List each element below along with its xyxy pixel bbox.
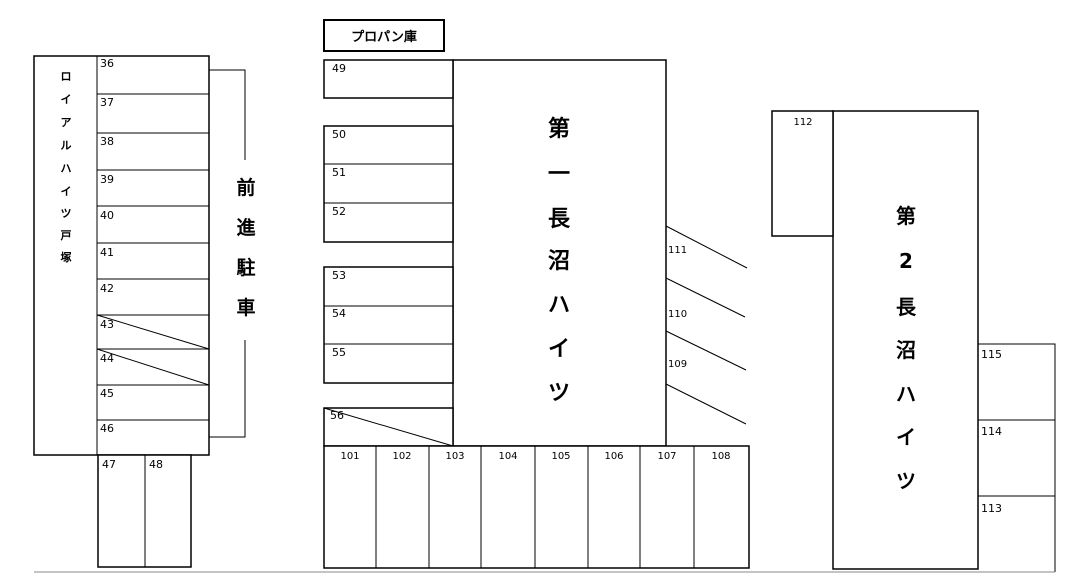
building-2-name-char: ハ (896, 382, 916, 406)
parking-spot-label: 101 (340, 451, 359, 462)
royal-name-char: ロ (61, 70, 72, 83)
building-1-left-spots: 49 50 51 52 53 54 55 56 (323, 59, 454, 447)
building-1-side-spots: 111 110 109 (665, 225, 748, 425)
forward-parking-sign: 前 進 駐 車 (209, 69, 256, 438)
forward-parking-char: 車 (236, 296, 255, 319)
building-1-name-char: ハ (548, 293, 570, 318)
parking-spot-label: 36 (100, 57, 114, 70)
building-1-name-char: ツ (548, 381, 570, 406)
parking-spot-label: 114 (981, 425, 1002, 438)
building-1-bottom-spots: 101 102 103 104 105 106 107 108 (323, 445, 750, 569)
building-1-name-char: 沼 (548, 249, 570, 274)
parking-spot-label: 109 (668, 359, 687, 370)
building-2-top-spot: 112 (771, 110, 834, 237)
building-2-name-char: 第 (896, 204, 916, 228)
parking-spot-label: 37 (100, 96, 114, 109)
building-2-name-char: イ (896, 425, 916, 449)
parking-spot-label: 41 (100, 246, 114, 259)
parking-spot-label: 53 (332, 269, 346, 282)
royal-name-char: ハ (61, 162, 72, 175)
royal-bottom-spots: 47 48 (97, 454, 192, 568)
parking-spot-label: 107 (657, 451, 676, 462)
royal-name-char: 塚 (61, 250, 72, 264)
parking-spot-label: 42 (100, 282, 114, 295)
parking-spot-label: 106 (604, 451, 623, 462)
royal-name-char: 戸 (61, 229, 72, 242)
parking-spot-label: 46 (100, 422, 114, 435)
building-2-name-char: ツ (896, 469, 916, 493)
parking-spot-label: 51 (332, 166, 346, 179)
forward-parking-char: 駐 (236, 256, 255, 279)
parking-spot-label: 115 (981, 348, 1002, 361)
parking-spot-label: 54 (332, 307, 346, 320)
royal-name-char: ツ (61, 207, 72, 220)
parking-spot-label: 50 (332, 128, 346, 141)
building-1-name-char: 一 (548, 162, 570, 187)
royal-heights-totsuka-name: ロ イ ア ル ハ イ ツ 戸 塚 (61, 70, 72, 264)
parking-spot-label: 38 (100, 135, 114, 148)
building-1-name: 第 一 長 沼 ハ イ ツ (548, 116, 571, 406)
parking-spot-label: 112 (793, 117, 812, 128)
parking-spot-label: 39 (100, 173, 114, 186)
parking-spot-label: 111 (668, 245, 687, 256)
parking-spot-label: 48 (149, 458, 163, 471)
parking-spot-label: 44 (100, 352, 114, 365)
parking-spot-label: 110 (668, 309, 687, 320)
forward-parking-char: 前 (236, 176, 255, 199)
propane-storage: プロパン庫 (323, 19, 445, 52)
building-1: 第 一 長 沼 ハ イ ツ (452, 59, 667, 447)
forward-parking-char: 進 (236, 217, 255, 239)
parking-spot-label: 104 (498, 451, 517, 462)
parking-spot-label: 45 (100, 387, 114, 400)
building-2-right-spots: 115 114 113 (978, 343, 1056, 572)
royal-name-char: イ (61, 185, 72, 198)
building-2: 第 2 長 沼 ハ イ ツ (832, 110, 979, 570)
parking-spot-label: 102 (392, 451, 411, 462)
parking-spot-label: 105 (551, 451, 570, 462)
propane-storage-label: プロパン庫 (351, 29, 417, 45)
royal-name-char: ア (61, 116, 72, 129)
parking-spot-label: 49 (332, 62, 346, 75)
royal-heights-totsuka-building: ロ イ ア ル ハ イ ツ 戸 塚 36 37 38 39 40 41 42 4 (33, 55, 210, 456)
parking-spot-label: 113 (981, 502, 1002, 515)
parking-spot-label: 40 (100, 209, 114, 222)
building-2-name: 第 2 長 沼 ハ イ ツ (896, 204, 917, 493)
building-1-name-char: イ (548, 337, 570, 362)
building-2-name-char: 沼 (896, 338, 916, 362)
parking-spot-label: 55 (332, 346, 346, 359)
building-2-name-char: 長 (896, 295, 917, 319)
royal-name-char: イ (61, 93, 72, 106)
parking-spot-label: 56 (330, 409, 344, 422)
parking-spot-label: 103 (445, 451, 464, 462)
building-2-name-char: 2 (899, 249, 913, 273)
building-1-name-char: 長 (548, 207, 571, 232)
parking-spot-label: 47 (102, 458, 116, 471)
royal-name-char: ル (61, 139, 72, 152)
parking-spot-label: 108 (711, 451, 730, 462)
parking-spot-label: 52 (332, 205, 346, 218)
parking-spot-label: 43 (100, 318, 114, 331)
building-1-name-char: 第 (548, 116, 570, 142)
